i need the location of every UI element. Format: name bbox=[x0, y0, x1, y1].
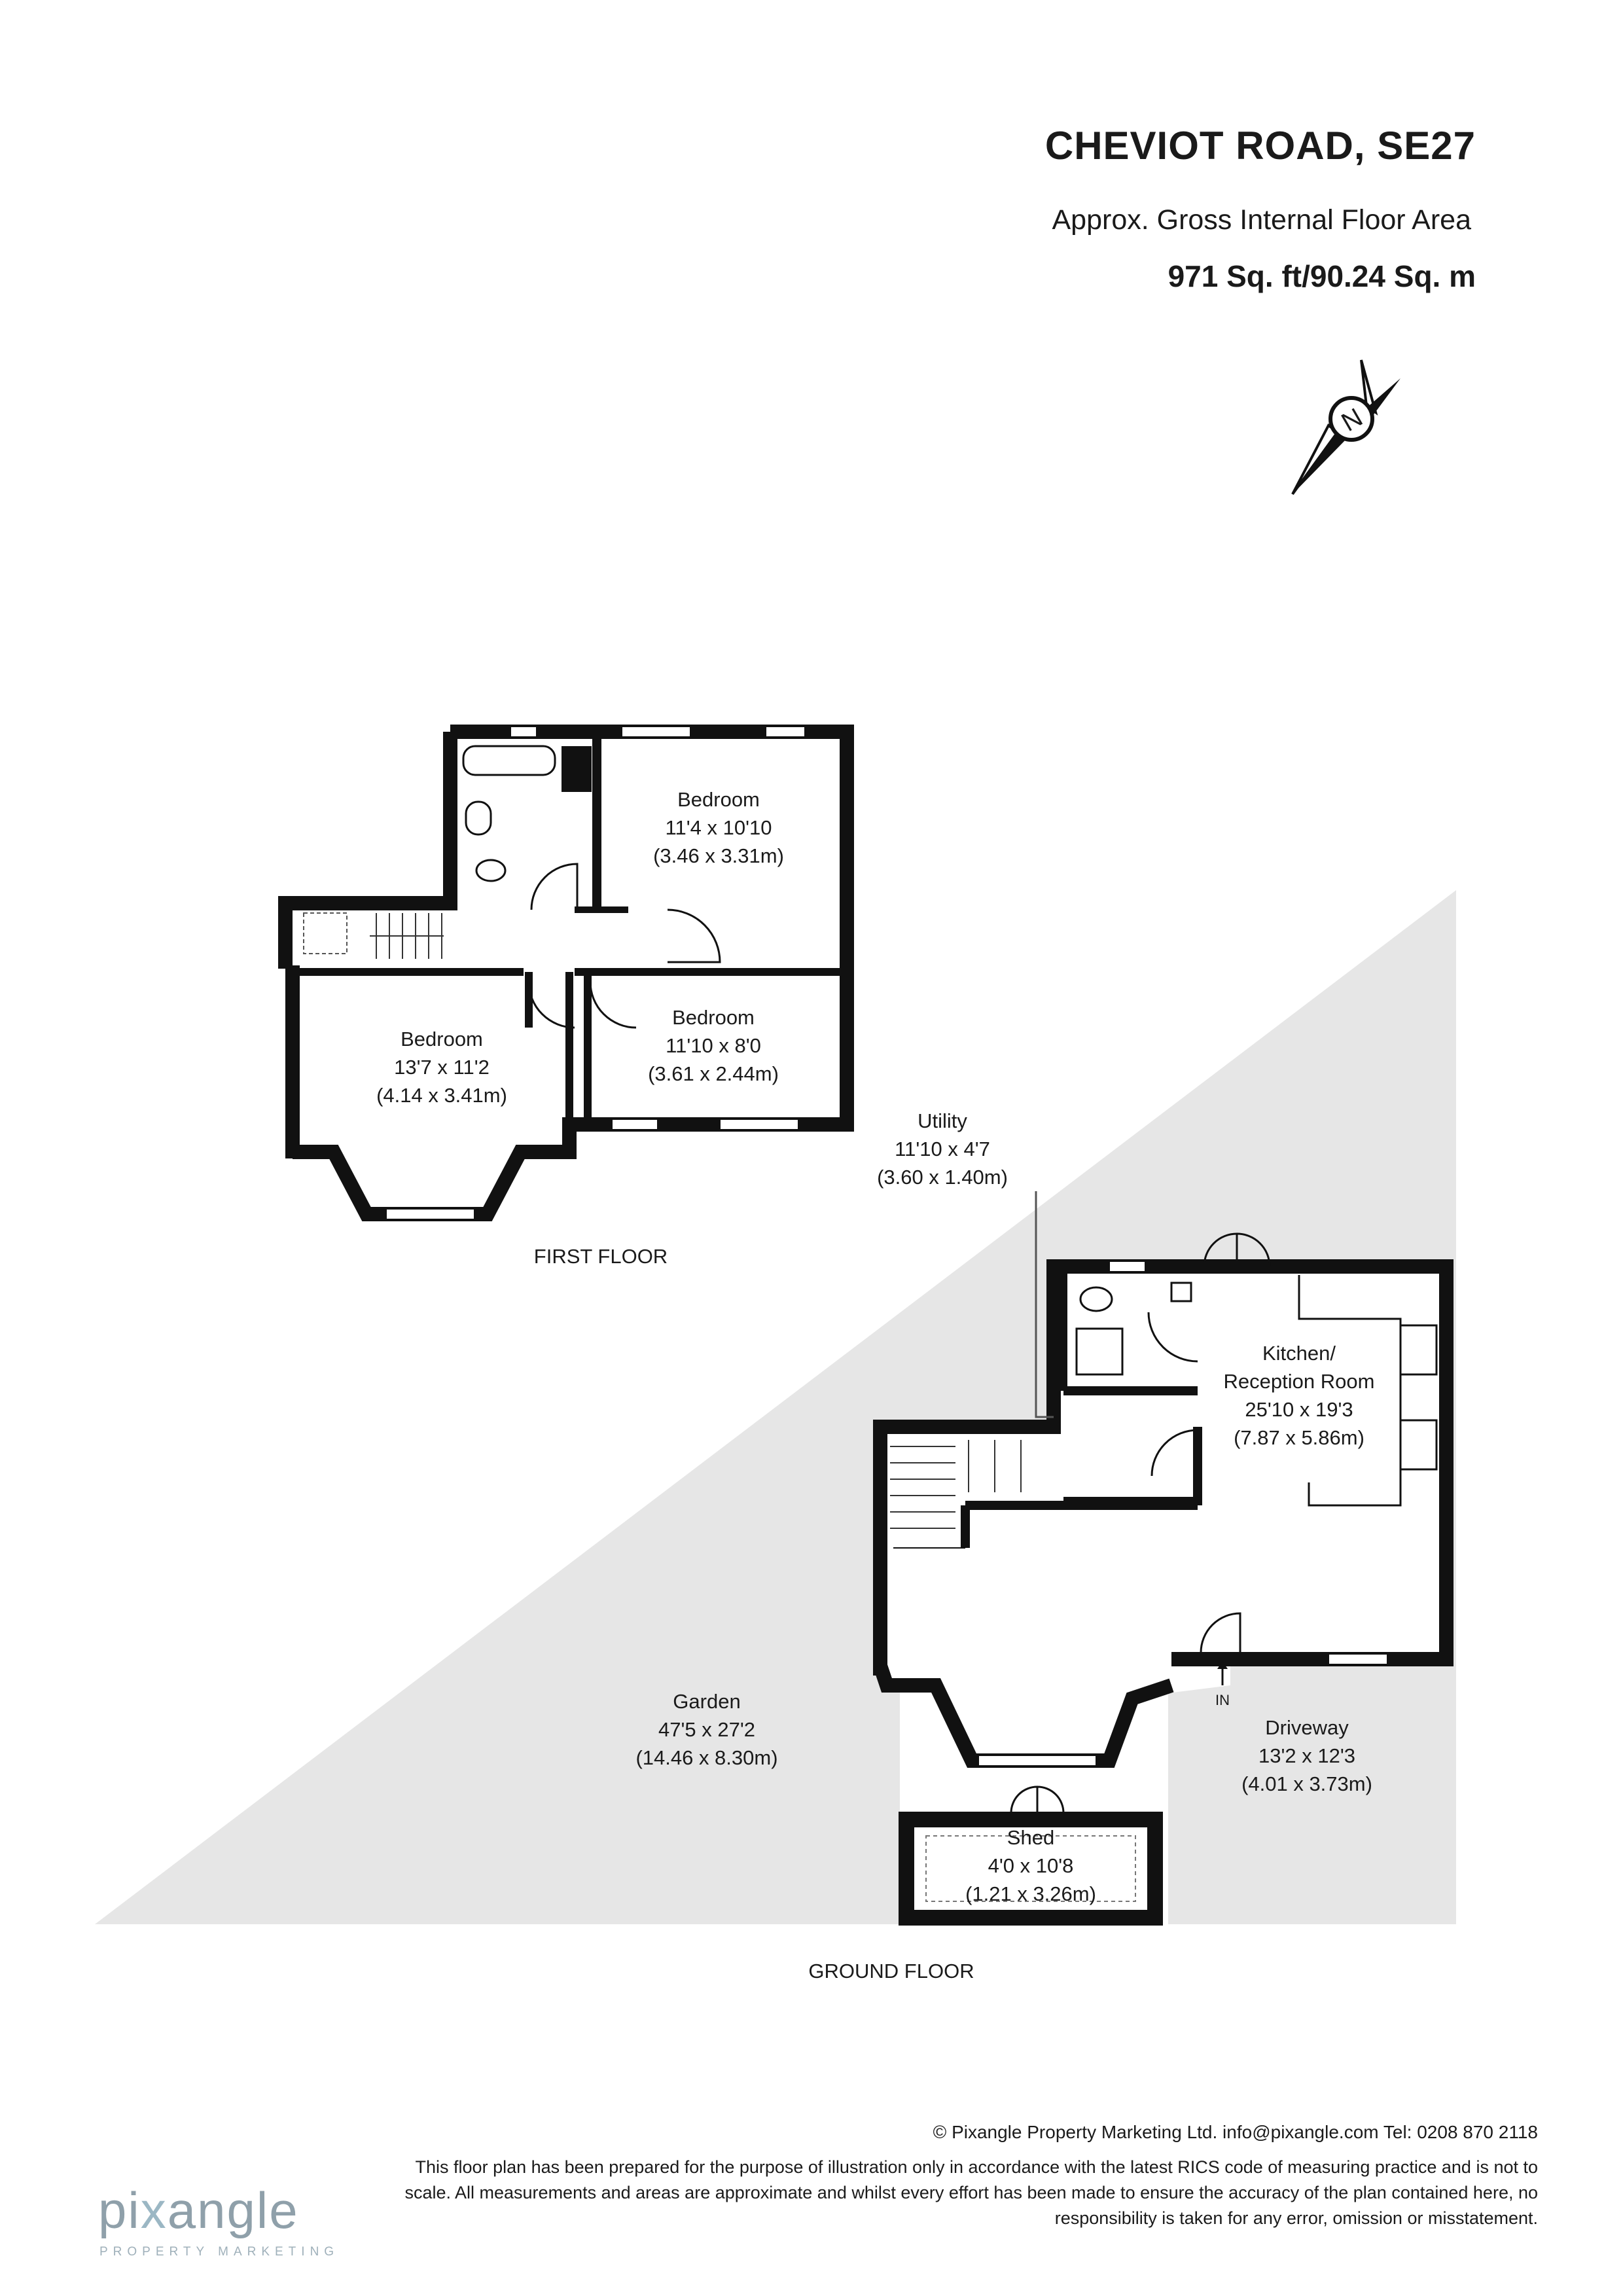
room-dimensions-imperial: 11'4 x 10'10 bbox=[666, 816, 772, 839]
first-floor-label: FIRST FLOOR bbox=[534, 1245, 668, 1268]
room-dimensions-imperial: 47'5 x 27'2 bbox=[658, 1718, 755, 1741]
brand-tagline: PROPERTY MARKETING bbox=[99, 2245, 340, 2259]
first-floor-plan: Bedroom 11'4 x 10'10 (3.46 x 3.31m) Bedr… bbox=[278, 725, 854, 1268]
room-name: Bedroom bbox=[672, 1006, 755, 1029]
entrance-label: IN bbox=[1215, 1692, 1230, 1708]
room-dimensions-metric: (4.01 x 3.73m) bbox=[1241, 1772, 1372, 1795]
ground-floor-plan: Utility 11'10 x 4'7 (3.60 x 1.40m) Kitch… bbox=[95, 890, 1456, 1982]
property-title: CHEVIOT ROAD, SE27 bbox=[1044, 124, 1476, 168]
room-dimensions-imperial: 11'10 x 8'0 bbox=[666, 1034, 761, 1057]
disclaimer-text: This floor plan has been prepared for th… bbox=[404, 2157, 1538, 2228]
room-dimensions-metric: (3.61 x 2.44m) bbox=[648, 1062, 779, 1085]
room-dimensions-metric: (14.46 x 8.30m) bbox=[635, 1746, 777, 1769]
room-name: Kitchen/ bbox=[1262, 1342, 1336, 1365]
brand-name-x: x bbox=[140, 2181, 168, 2239]
room-dimensions-metric: (3.46 x 3.31m) bbox=[653, 844, 784, 867]
room-dimensions-imperial: 25'10 x 19'3 bbox=[1245, 1398, 1353, 1421]
room-dimensions-imperial: 13'2 x 12'3 bbox=[1258, 1744, 1355, 1767]
room-name: Utility bbox=[918, 1109, 967, 1132]
room-dimensions-imperial: 4'0 x 10'8 bbox=[988, 1854, 1074, 1877]
driveway-area bbox=[1168, 1662, 1456, 1924]
floor-area-label: Approx. Gross Internal Floor Area bbox=[1052, 204, 1471, 236]
room-dimensions-metric: (4.14 x 3.41m) bbox=[376, 1084, 507, 1107]
room-dimensions-metric: (1.21 x 3.26m) bbox=[965, 1882, 1096, 1905]
room-name: Bedroom bbox=[401, 1028, 483, 1050]
floor-area-value: 971 Sq. ft/90.24 Sq. m bbox=[1168, 259, 1476, 293]
brand-name-a: pi bbox=[98, 2181, 141, 2239]
room-name-line-2: Reception Room bbox=[1224, 1370, 1375, 1393]
room-dimensions-imperial: 13'7 x 11'2 bbox=[394, 1056, 490, 1079]
room-name: Garden bbox=[673, 1690, 740, 1713]
room-dimensions-imperial: 11'10 x 4'7 bbox=[895, 1138, 990, 1160]
room-dimensions-metric: (7.87 x 5.86m) bbox=[1234, 1426, 1364, 1449]
ground-floor-label: GROUND FLOOR bbox=[808, 1960, 974, 1982]
room-name: Bedroom bbox=[677, 788, 760, 811]
room-dimensions-metric: (3.60 x 1.40m) bbox=[877, 1166, 1008, 1189]
brand-name-b: angle bbox=[167, 2181, 299, 2239]
compass-icon: N bbox=[1291, 359, 1400, 495]
copyright-notice: © Pixangle Property Marketing Ltd. info@… bbox=[933, 2122, 1538, 2142]
room-name: Driveway bbox=[1265, 1716, 1349, 1739]
room-name: Shed bbox=[1007, 1826, 1054, 1849]
brand-logo: pixangle bbox=[98, 2181, 299, 2240]
